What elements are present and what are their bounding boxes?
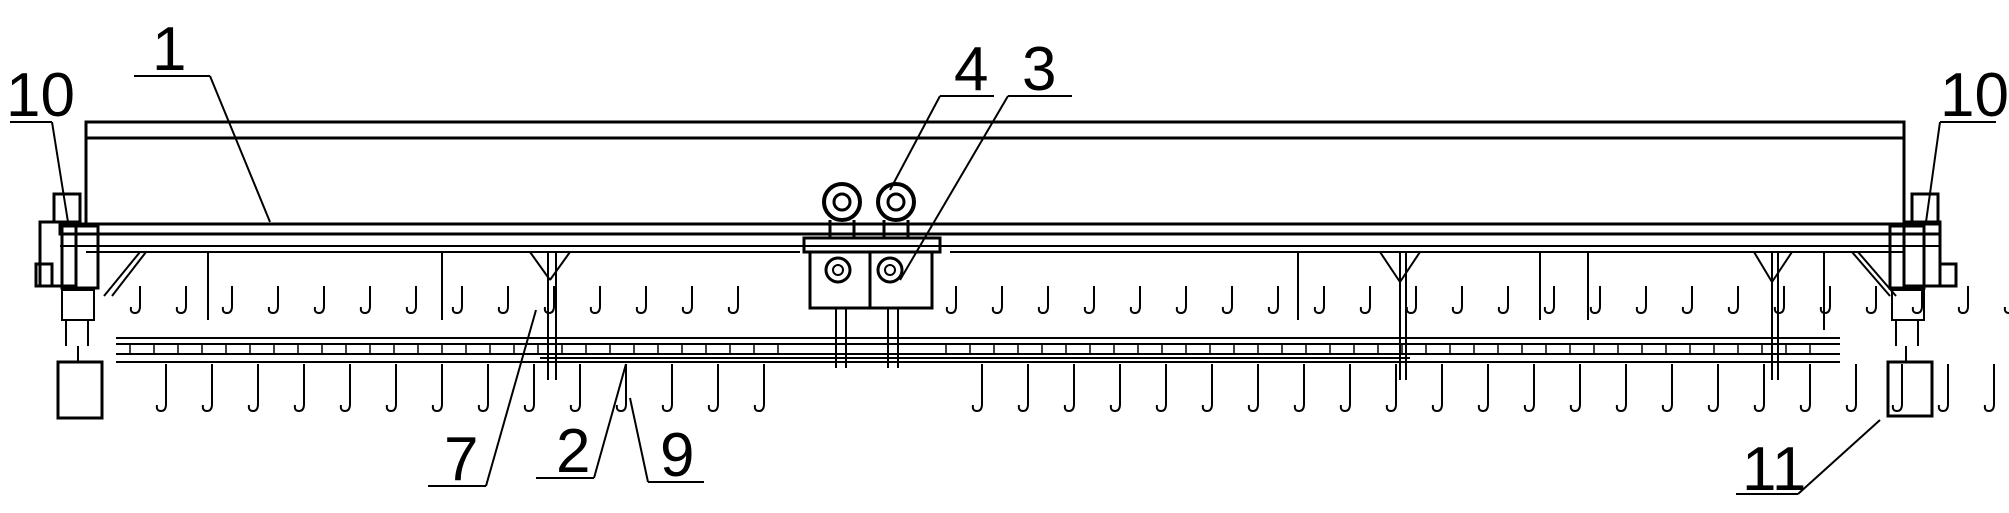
upper-hook	[681, 286, 693, 315]
lower-hook	[1707, 364, 1719, 413]
upper-hook	[1221, 286, 1233, 315]
drive-unit	[802, 182, 942, 368]
upper-hook	[1727, 286, 1739, 315]
upper-hooks	[129, 286, 2009, 315]
lower-hook	[1753, 364, 1765, 413]
upper-hook	[1865, 286, 1877, 315]
upper-hook	[405, 286, 417, 315]
upper-hook	[129, 286, 141, 315]
upper-hook	[589, 286, 601, 315]
right-end-carriage	[1888, 192, 1958, 346]
upper-hook	[635, 286, 647, 315]
lower-hook	[385, 364, 397, 413]
upper-hook	[221, 286, 233, 315]
upper-hook	[313, 286, 325, 315]
lower-hook	[1661, 364, 1673, 413]
upper-hook	[991, 286, 1003, 315]
upper-hook	[1635, 286, 1647, 315]
lower-hook	[1155, 364, 1167, 413]
lower-hook	[477, 364, 489, 413]
main-frame	[58, 138, 1942, 253]
label-part-9: 9	[660, 421, 694, 490]
upper-hook	[497, 286, 509, 315]
lower-hook	[753, 364, 765, 413]
upper-hook	[1773, 286, 1785, 315]
upper-hook	[1267, 286, 1279, 315]
label-part-10-right: 10	[1940, 61, 2009, 130]
lower-hook	[1799, 364, 1811, 413]
upper-hook	[359, 286, 371, 315]
upper-hook	[267, 286, 279, 315]
upper-hook	[945, 286, 957, 315]
lower-hook	[431, 364, 443, 413]
upper-hook	[1405, 286, 1417, 315]
top-rail	[84, 120, 1906, 140]
counterweights	[56, 346, 1934, 420]
left-end-carriage	[34, 192, 100, 346]
lower-hook	[707, 364, 719, 413]
lower-beam	[116, 337, 1840, 363]
lower-hook	[661, 364, 673, 413]
upper-hook	[1911, 286, 1923, 315]
lower-hook	[339, 364, 351, 413]
lower-hook	[1523, 364, 1535, 413]
label-part-3: 3	[1022, 35, 1056, 104]
lower-hook	[523, 364, 535, 413]
chain-links	[129, 344, 1811, 354]
upper-hook	[1589, 286, 1601, 315]
lower-hook	[1845, 364, 1857, 413]
lower-hook	[1937, 364, 1949, 413]
upper-hook	[1129, 286, 1141, 315]
label-part-10-left: 10	[6, 61, 75, 130]
upper-hook	[1681, 286, 1693, 315]
lower-hook	[201, 364, 213, 413]
upper-hook	[1359, 286, 1371, 315]
lower-hook	[615, 364, 627, 413]
lower-hook	[247, 364, 259, 413]
upper-hook	[1313, 286, 1325, 315]
upper-hook	[1543, 286, 1555, 315]
vertical-posts	[207, 252, 1825, 380]
lower-hook	[1891, 364, 1903, 413]
upper-hook	[1497, 286, 1509, 315]
lower-hook	[293, 364, 305, 413]
lower-hook	[1109, 364, 1121, 413]
lower-hook	[1063, 364, 1075, 413]
label-part-2: 2	[556, 417, 590, 486]
upper-hook	[175, 286, 187, 315]
upper-hook	[451, 286, 463, 315]
lower-hook	[1569, 364, 1581, 413]
lower-hook	[1983, 364, 1995, 413]
upper-hook	[1175, 286, 1187, 315]
lower-hook	[971, 364, 983, 413]
lower-hook	[1293, 364, 1305, 413]
upper-hook	[1819, 286, 1831, 315]
lower-hook	[1615, 364, 1627, 413]
lower-hook	[1017, 364, 1029, 413]
label-part-11: 11	[1742, 435, 1806, 504]
lower-hook	[1339, 364, 1351, 413]
lower-hook	[1477, 364, 1489, 413]
upper-hook	[727, 286, 739, 315]
upper-hook	[1957, 286, 1969, 315]
label-part-1: 1	[152, 15, 186, 84]
lower-hook	[1431, 364, 1443, 413]
lower-hook	[569, 364, 581, 413]
lower-hook	[1247, 364, 1259, 413]
label-part-7: 7	[444, 425, 478, 494]
upper-hook	[543, 286, 555, 315]
lower-hook	[1201, 364, 1213, 413]
upper-hook	[1037, 286, 1049, 315]
label-part-4: 4	[954, 35, 988, 104]
lower-hooks	[155, 364, 1995, 413]
lower-hook	[1385, 364, 1397, 413]
upper-hook	[1451, 286, 1463, 315]
upper-hook	[2003, 306, 2009, 315]
upper-hook	[1083, 286, 1095, 315]
leader-lines	[10, 75, 1996, 495]
part-labels: 1 2 3 4 7 9 10 10 11	[6, 15, 2009, 504]
braces	[103, 251, 1897, 297]
lower-hook	[155, 364, 167, 413]
